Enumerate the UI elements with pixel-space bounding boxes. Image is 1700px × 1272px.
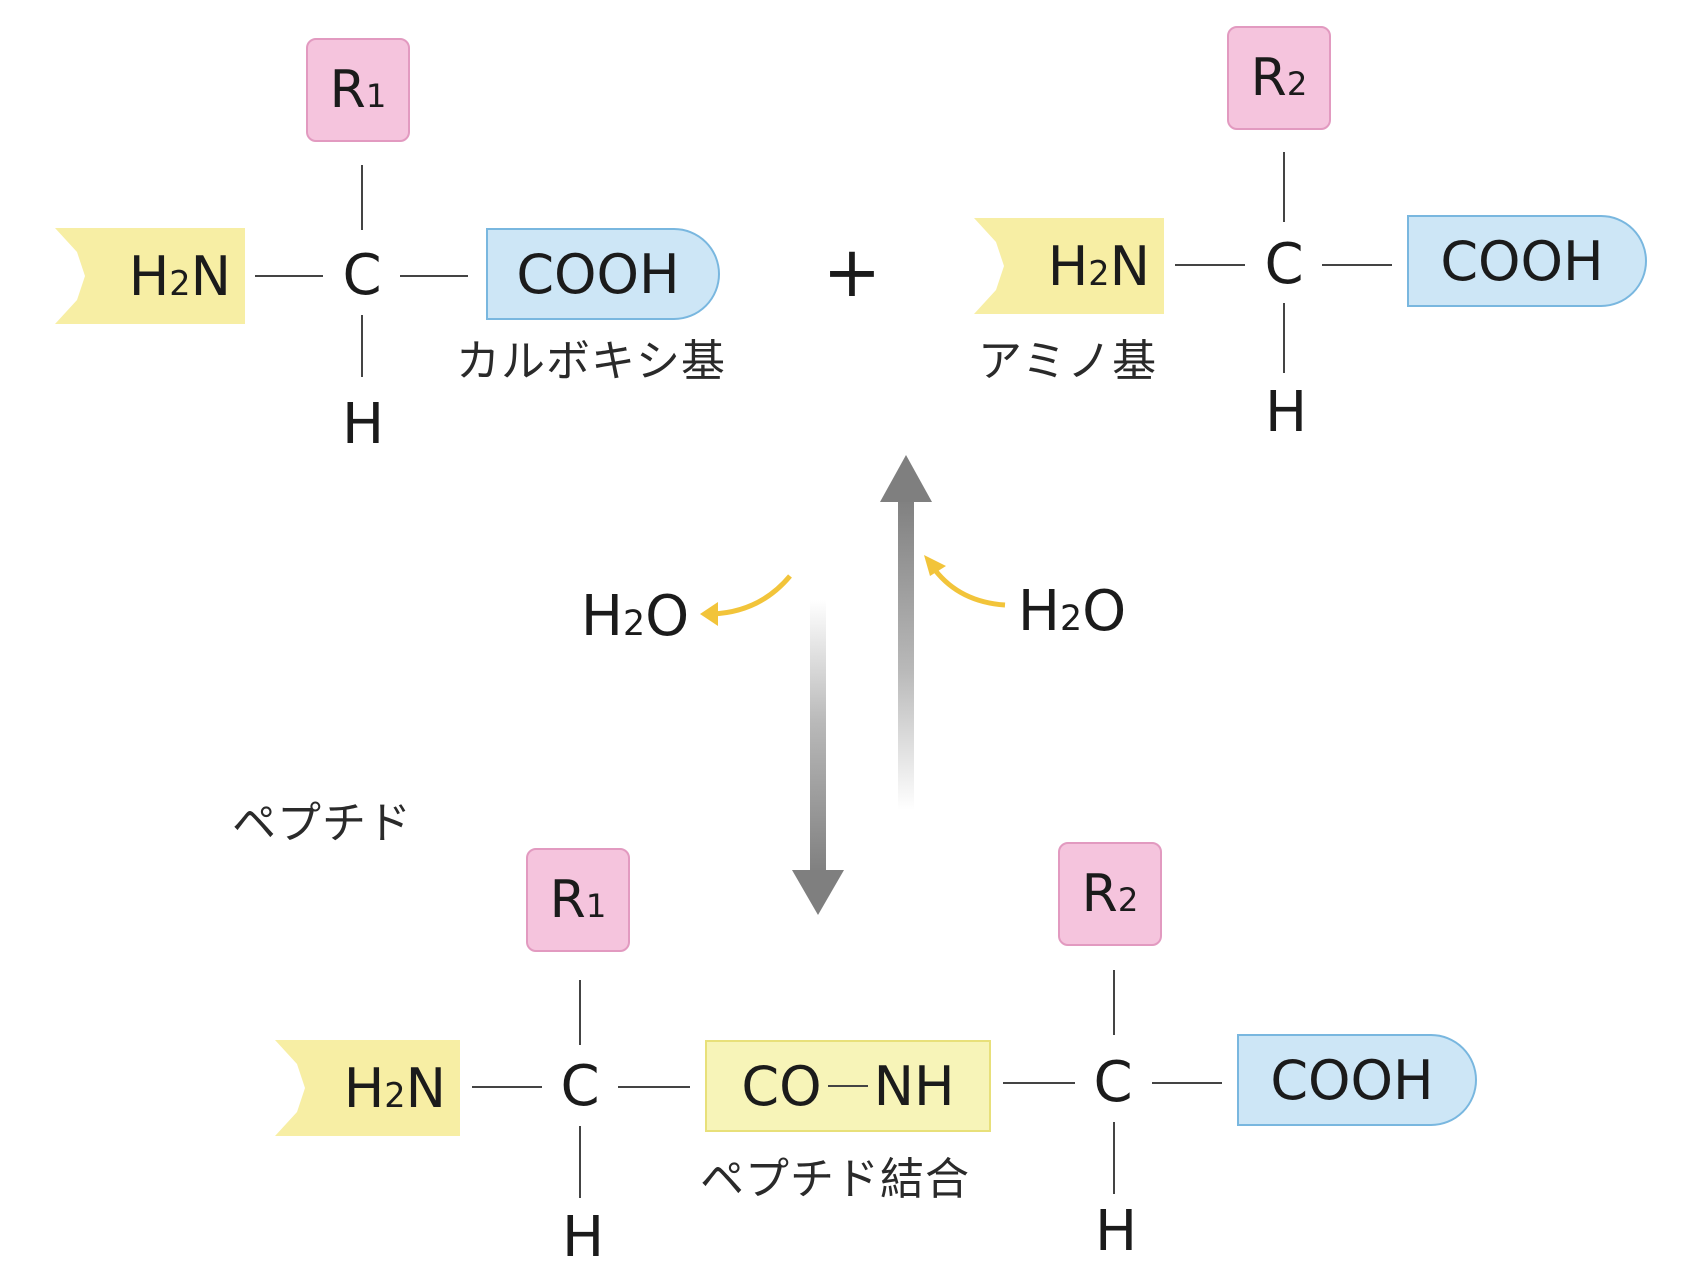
- r1-bond: [361, 165, 363, 230]
- alpha-carbon-2: C: [1264, 232, 1304, 297]
- water-released-arrowhead: [700, 602, 718, 626]
- bond-amino-c1: [255, 275, 323, 277]
- water-added-curve: [933, 568, 1006, 608]
- amino-group-2: H2N: [974, 218, 1164, 314]
- bond-c2-product-carboxyl: [1152, 1082, 1222, 1084]
- r1-group-box: R1: [306, 38, 410, 142]
- amino-group-1-label: H2N: [128, 244, 231, 308]
- product-r2-bond: [1113, 970, 1115, 1035]
- product-r1-box: R1: [526, 848, 630, 952]
- product-hydrogen-2: H: [1094, 1199, 1138, 1264]
- carboxyl-group-caption: カルボキシ基: [456, 336, 726, 387]
- product-h2-bond: [1113, 1122, 1115, 1194]
- condensation-arrow-shaft: [810, 600, 826, 872]
- water-released-label: H2O: [580, 584, 690, 649]
- h1-bond: [361, 315, 363, 377]
- peptide-title: ペプチド: [232, 798, 412, 849]
- bond-c1-carboxyl: [400, 275, 468, 277]
- peptide-bond-co: CO: [741, 1054, 822, 1118]
- alpha-carbon-1: C: [342, 243, 382, 308]
- product-r1-label: R1: [549, 870, 607, 930]
- water-released-curve: [711, 574, 792, 617]
- peptide-bond-box: CO NH: [705, 1040, 991, 1132]
- amino-group-1: H2N: [55, 228, 245, 324]
- product-carbon-1: C: [560, 1054, 600, 1119]
- amino-group-caption: アミノ基: [978, 336, 1158, 387]
- condensation-arrow-head: [792, 870, 844, 915]
- bond-peptide-c2: [1003, 1082, 1075, 1084]
- peptide-bond-caption: ペプチド結合: [700, 1154, 970, 1205]
- r1-label: R1: [329, 60, 387, 120]
- r2-bond: [1283, 152, 1285, 222]
- product-h1-bond: [579, 1126, 581, 1198]
- hydrogen-1: H: [341, 392, 385, 457]
- product-amino-label: H2N: [343, 1056, 446, 1120]
- h2-bond: [1283, 303, 1285, 373]
- product-carboxyl-label: COOH: [1270, 1048, 1434, 1112]
- amino-group-2-label: H2N: [1047, 234, 1150, 298]
- bond-product-amino-c1: [472, 1086, 542, 1088]
- water-added-label: H2O: [1017, 579, 1127, 644]
- product-r1-bond: [579, 980, 581, 1045]
- bond-c1-peptide: [618, 1086, 690, 1088]
- carboxyl-group-1: COOH: [486, 228, 720, 320]
- product-carboxyl-group: COOH: [1237, 1034, 1477, 1126]
- hydrolysis-arrow-head: [880, 455, 932, 502]
- hydrolysis-arrow-shaft: [898, 500, 914, 810]
- peptide-bond-line: [827, 1085, 868, 1087]
- r2-group-box: R2: [1227, 26, 1331, 130]
- bond-c2-carboxyl: [1322, 264, 1392, 266]
- product-r2-box: R2: [1058, 842, 1162, 946]
- product-carbon-2: C: [1093, 1050, 1133, 1115]
- bond-amino-c2: [1175, 264, 1245, 266]
- product-amino-group: H2N: [275, 1040, 460, 1136]
- peptide-bond-nh: NH: [873, 1054, 955, 1118]
- carboxyl-group-1-label: COOH: [516, 242, 680, 306]
- plus-sign: +: [822, 231, 882, 313]
- carboxyl-group-2: COOH: [1407, 215, 1647, 307]
- product-hydrogen-1: H: [561, 1205, 605, 1270]
- product-r2-label: R2: [1081, 864, 1139, 924]
- carboxyl-group-2-label: COOH: [1440, 229, 1604, 293]
- r2-label: R2: [1250, 48, 1308, 108]
- water-added-arrowhead: [924, 555, 946, 576]
- hydrogen-2: H: [1264, 380, 1308, 445]
